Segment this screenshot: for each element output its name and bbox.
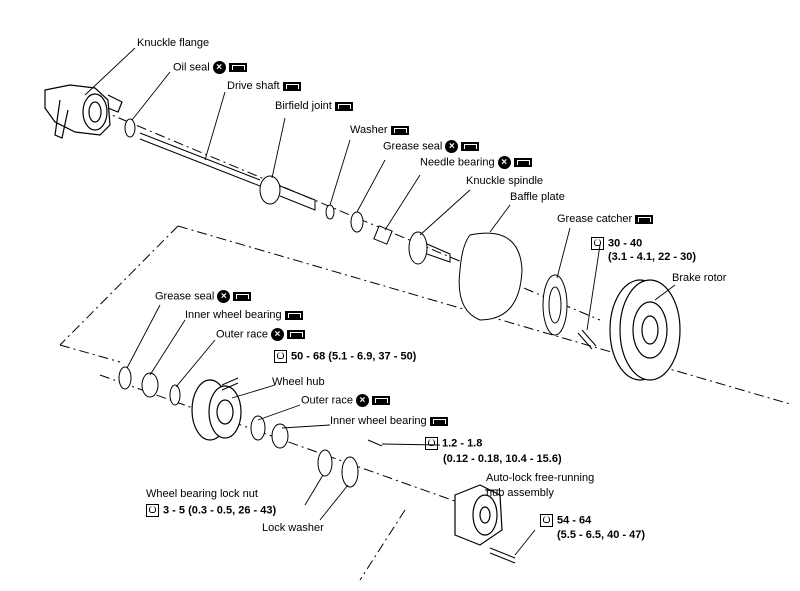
replace-x-icon: × (217, 290, 231, 303)
label-auto-lock-hub-2: hub assembly (486, 487, 554, 499)
label-birfield-joint: Birfield joint (275, 100, 353, 113)
label-knuckle-spindle: Knuckle spindle (466, 175, 544, 187)
replace-x-icon: × (497, 156, 511, 169)
label-brake-rotor: Brake rotor (672, 272, 727, 284)
grease-icon (334, 101, 353, 111)
torque-lock-nut: 3 - 5 (0.3 - 0.5, 26 - 43) (146, 504, 276, 517)
torque-hub-assembly: 54 - 64 (540, 514, 591, 527)
oil-seal-part (124, 118, 136, 138)
torque-wrench-icon (274, 350, 287, 363)
replace-x-icon: × (270, 328, 284, 341)
torque-catcher-1: 30 - 40 (608, 237, 643, 250)
torque-hub-bolt-text: 50 - 68 (5.1 - 6.9, 37 - 50) (291, 350, 417, 363)
grease-icon (282, 81, 301, 91)
outer-race-b-text: Outer race (301, 394, 353, 407)
grease-icon (371, 396, 390, 405)
grease-seal-upper-text: Grease seal (383, 140, 443, 153)
grease-icon (228, 63, 247, 72)
torque-wrench-icon (146, 504, 159, 517)
label-grease-seal-upper: Grease seal× (383, 140, 480, 153)
drive-shaft-text: Drive shaft (227, 80, 280, 92)
drive-shaft-part (139, 132, 261, 187)
torque-wrench-icon (425, 437, 438, 450)
birfield-joint-part (259, 175, 316, 211)
replace-x-icon: × (212, 61, 226, 74)
grease-icon (286, 330, 305, 339)
torque-bleeder: 1.2 - 1.8 (425, 437, 482, 450)
label-washer: Washer (350, 124, 409, 137)
grease-seal-lower-part (118, 366, 132, 390)
hub-assembly-bolt-part (489, 547, 516, 564)
torque-grease-catcher-bolt: 30 - 40 (591, 237, 642, 250)
torque-lock-nut-text: 3 - 5 (0.3 - 0.5, 26 - 43) (163, 504, 277, 517)
label-needle-bearing: Needle bearing× (420, 156, 532, 169)
label-lock-washer: Lock washer (262, 522, 324, 534)
torque-hub-assy-1: 54 - 64 (557, 514, 592, 527)
replace-x-icon: × (445, 140, 459, 153)
needle-bearing-part (373, 225, 393, 245)
torque-bleeder-alt: (0.12 - 0.18, 10.4 - 15.6) (443, 453, 562, 465)
lower-axis-line (99, 374, 481, 511)
label-baffle-plate: Baffle plate (510, 191, 565, 203)
washer-part (325, 204, 335, 220)
knuckle-spindle-part (408, 231, 451, 265)
grease-seal-lower-text: Grease seal (155, 290, 215, 303)
torque-hub-bolt: 50 - 68 (5.1 - 6.9, 37 - 50) (274, 350, 416, 363)
outer-race-a-part (169, 384, 181, 406)
label-wheel-bearing-lock-nut: Wheel bearing lock nut (146, 488, 258, 500)
label-drive-shaft: Drive shaft (227, 80, 301, 93)
label-grease-seal-lower: Grease seal× (155, 290, 252, 303)
replace-x-icon: × (355, 394, 369, 407)
grease-catcher-text: Grease catcher (557, 213, 633, 225)
outer-race-a-text: Outer race (216, 328, 268, 341)
inner-bearing-a-part (141, 372, 159, 398)
wheel-hub-part (191, 379, 242, 441)
needle-bearing-text: Needle bearing (420, 156, 495, 169)
label-inner-wheel-bearing-a: Inner wheel bearing (185, 309, 303, 322)
inner-wheel-bearing-a-text: Inner wheel bearing (185, 309, 282, 321)
inner-wheel-bearing-b-text: Inner wheel bearing (330, 415, 427, 427)
bleeder-part (367, 439, 383, 447)
catcher-bolt-part (577, 329, 597, 350)
label-oil-seal: Oil seal× (173, 61, 247, 74)
grease-icon (513, 158, 532, 167)
hub-assembly-part (454, 484, 503, 546)
label-outer-race-a: Outer race× (216, 328, 305, 341)
label-grease-catcher: Grease catcher (557, 213, 654, 226)
inner-bearing-b-part (271, 423, 289, 449)
grease-catcher-part (542, 274, 568, 336)
label-outer-race-b: Outer race× (301, 394, 390, 407)
lock-washer-part (341, 456, 359, 488)
label-inner-wheel-bearing-b: Inner wheel bearing (330, 415, 448, 428)
torque-wrench-icon (591, 237, 604, 250)
hub-bolt-part (221, 377, 239, 391)
grease-seal-upper-part (350, 211, 364, 233)
grease-icon (461, 142, 480, 151)
torque-wrench-icon (540, 514, 553, 527)
grease-icon (635, 214, 654, 224)
torque-bleeder-1: 1.2 - 1.8 (442, 437, 483, 450)
grease-icon (390, 125, 409, 135)
torque-grease-catcher-bolt-alt: (3.1 - 4.1, 22 - 30) (608, 251, 697, 263)
label-wheel-hub: Wheel hub (272, 376, 325, 388)
knuckle-flange-part (44, 84, 123, 139)
oil-seal-text: Oil seal (173, 61, 210, 74)
outer-race-b-part (250, 415, 266, 441)
brake-rotor-part (609, 279, 681, 381)
label-knuckle-flange: Knuckle flange (137, 37, 210, 49)
torque-hub-assembly-alt: (5.5 - 6.5, 40 - 47) (557, 529, 646, 541)
section-outline (59, 225, 791, 581)
lock-nut-part (317, 449, 333, 477)
baffle-plate-part (458, 232, 523, 321)
grease-icon (233, 292, 252, 301)
grease-icon (284, 310, 303, 320)
label-auto-lock-hub-1: Auto-lock free-running (486, 472, 595, 484)
washer-text: Washer (350, 124, 388, 136)
birfield-joint-text: Birfield joint (275, 100, 332, 112)
grease-icon (429, 416, 448, 426)
